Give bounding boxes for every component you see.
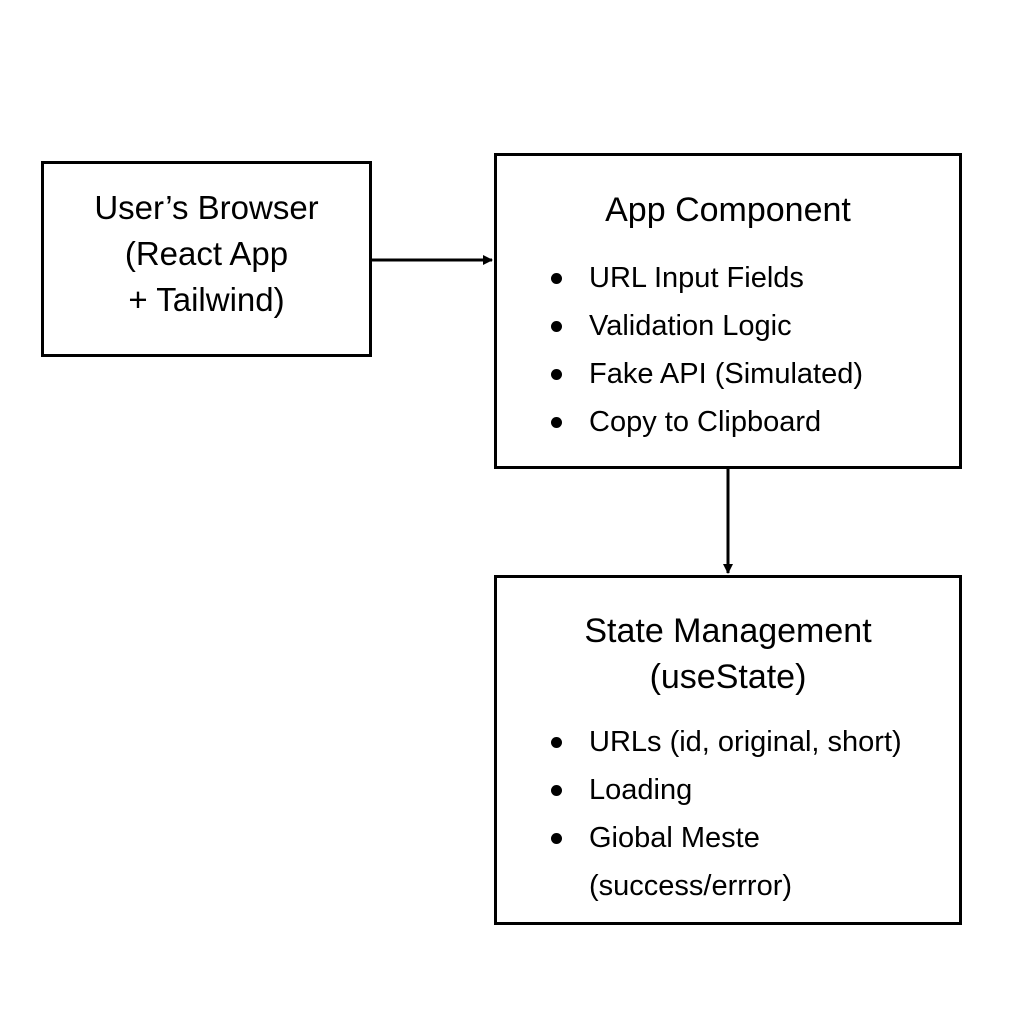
bullet-icon [551,273,562,284]
bullet-icon [551,833,562,844]
app-component-list: URL Input Fields Validation Logic Fake A… [497,254,959,446]
state-management-node: State Management (useState) URLs (id, or… [494,575,962,925]
list-item: Fake API (Simulated) [497,350,959,398]
bullet-icon [551,321,562,332]
list-item: URL Input Fields [497,254,959,302]
list-item-text: Copy to Clipboard [589,406,822,438]
bullet-icon [551,369,562,380]
state-title-line: State Management [584,612,872,650]
list-item-text: URLs (id, original, short) [589,726,902,758]
browser-label-line: (React App [124,235,289,272]
state-management-title: State Management (useState) [497,608,959,700]
browser-node-label: User’s Browser (React App + Tailwind) [94,185,318,323]
browser-node: User’s Browser (React App + Tailwind) [41,161,372,357]
bullet-icon [551,785,562,796]
bullet-icon [551,737,562,748]
list-item: Copy to Clipboard [497,398,959,446]
list-item-text: Giobal Meste [589,822,760,854]
app-component-title: App Component [605,191,851,229]
app-component-node: App Component URL Input Fields Validatio… [494,153,962,469]
list-item-text: URL Input Fields [589,262,804,294]
list-item: Loading [497,766,959,814]
list-item-text: Loading [589,774,693,806]
list-item: Validation Logic [497,302,959,350]
browser-label-line: + Tailwind) [128,281,285,318]
list-item-subtext: (success/errror) [589,870,793,902]
list-item-text: Validation Logic [589,310,792,342]
list-item: URLs (id, original, short) [497,718,959,766]
list-item: Giobal Meste (success/errror) [497,814,959,910]
browser-label-line: User’s Browser [94,189,319,226]
state-management-list: URLs (id, original, short) Loading Gioba… [497,718,959,910]
bullet-icon [551,417,562,428]
state-title-line: (useState) [649,658,807,696]
list-item-text: Fake API (Simulated) [589,358,863,390]
